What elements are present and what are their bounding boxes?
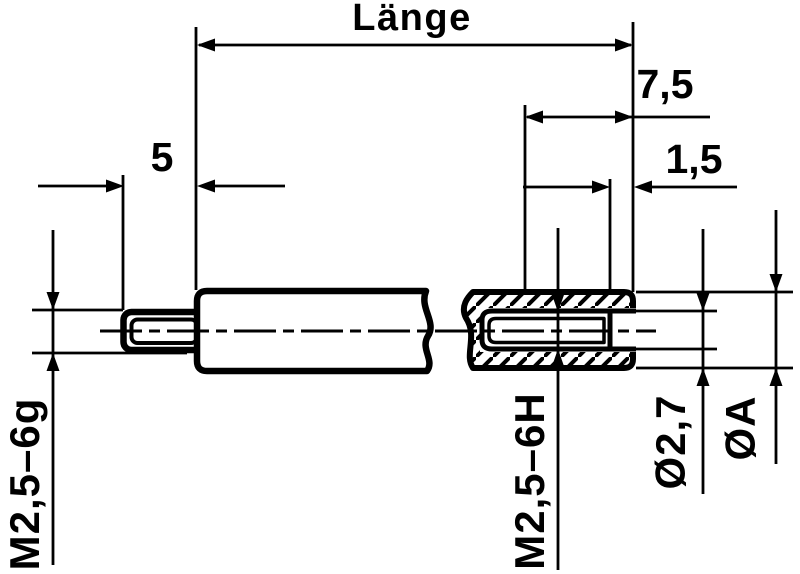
length-dimension — [194, 22, 635, 292]
stub-length-label: 5 — [150, 134, 174, 180]
arrowhead-right-pointing — [592, 180, 610, 194]
arrowhead-down — [696, 293, 710, 311]
internal-thread-label: M2,5–6H — [506, 392, 553, 570]
external-thread-label: M2,5–6g — [1, 397, 48, 571]
outer-diameter-label: ØA — [717, 395, 764, 461]
thread-depth-dimension — [523, 105, 710, 291]
arrowhead-left-pointing — [634, 180, 652, 194]
outer-diameter-dimension — [769, 210, 783, 464]
arrowhead-left — [197, 38, 215, 52]
thread-depth-label: 7,5 — [636, 61, 694, 107]
arrowhead-down — [769, 274, 783, 292]
arrowhead-up — [551, 349, 565, 369]
length-label: Länge — [352, 0, 472, 39]
arrowhead-left-pointing — [197, 179, 215, 193]
arrowhead-right — [615, 110, 633, 124]
arrowhead-up — [696, 368, 710, 386]
arrowhead-left — [525, 110, 543, 124]
counterbore-depth-label: 1,5 — [665, 136, 723, 182]
counterbore-diameter-label: Ø2,7 — [647, 394, 694, 490]
stub-length-dimension — [38, 175, 285, 310]
arrowhead-up — [46, 353, 60, 371]
internal-thread-root — [487, 316, 606, 345]
internal-thread-bore — [479, 308, 613, 352]
arrowhead-right-pointing — [106, 179, 124, 193]
arrowhead-down — [46, 292, 60, 310]
counterbore-diameter-dimension — [696, 229, 710, 494]
arrowhead-up — [769, 368, 783, 386]
counterbore-depth-dimension — [523, 179, 737, 291]
arrowhead-right — [615, 38, 633, 52]
arrowhead-down — [551, 292, 565, 312]
internal-thread-leader — [551, 228, 565, 570]
